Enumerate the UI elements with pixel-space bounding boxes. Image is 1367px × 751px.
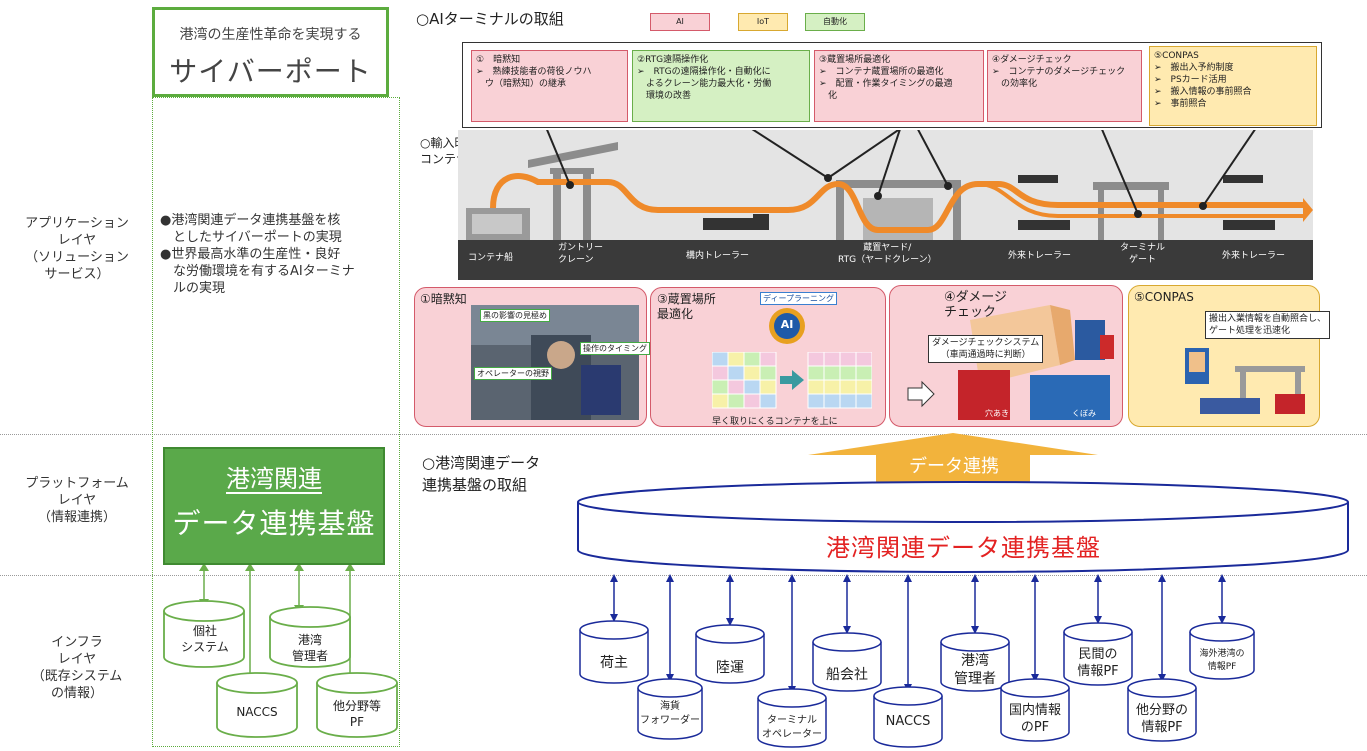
platform-base-label: 港湾関連データ連携基盤 <box>826 534 1101 562</box>
left-infra-diagram <box>163 565 398 738</box>
flow-label-gate: ターミナル ゲート <box>1120 243 1166 265</box>
initiative-damage-check: ④ダメージチェック ➢ コンテナのダメージチェック の効率化 <box>987 50 1142 122</box>
connector-line <box>1202 130 1256 207</box>
cylinder-terminal-operator <box>757 698 827 748</box>
panel-yard-title: ③蔵置場所 最適化 <box>657 292 716 321</box>
panel-tacit-title: ①暗黙知 <box>420 292 467 306</box>
flow-label-external-trailer: 外来トレーラー <box>1008 251 1072 261</box>
initiative-frame <box>462 42 1322 128</box>
panel-conpas-title: ⑤CONPAS <box>1134 290 1194 304</box>
platform-box: 港湾関連 データ連携基盤 <box>163 447 385 565</box>
gantry-crane-icon <box>528 142 618 240</box>
infra-label-terminal-operator: ターミナル オペレーター <box>762 715 822 740</box>
yard-caption: 早く取りにくるコンテナを上に <box>712 417 838 427</box>
external-trailer-icon-2 <box>1223 175 1275 230</box>
platform-box-line2: データ連携基盤 <box>172 507 376 540</box>
infra-label-domestic-pf: 国内情報 のPF <box>1008 703 1061 735</box>
flow-label-band <box>458 240 1313 280</box>
infra-label-land-transport: 陸運 <box>716 660 744 676</box>
cylinder-port-admin-left <box>269 617 351 668</box>
photo-label-black: 黒の影響の見極め <box>480 309 550 322</box>
conpas-gate-illustration <box>1185 348 1305 414</box>
flow-label-external-trailer-2: 外来トレーラー <box>1222 251 1286 261</box>
left-column-frame <box>152 97 400 747</box>
cylinder-naccs-left <box>216 683 298 738</box>
bullet-ai-terminal: ●世界最高水準の生産性・良好 な労働環境を有するAIターミナ ルの実現 <box>160 247 355 296</box>
damage-hole-label: 穴あき <box>985 409 1009 418</box>
cylinder-shipper <box>579 630 649 684</box>
legend-iot: IoT <box>738 13 788 31</box>
terminal-gate-icon <box>1093 182 1169 240</box>
platform-base-cylinder <box>577 481 1349 573</box>
infra-layer-label: インフラ レイヤ （既存システム の情報） <box>31 635 123 701</box>
ai-icon-label: AI <box>780 318 794 331</box>
ai-section-title: ○AIターミナルの取組 <box>416 10 564 28</box>
infra-label-overseas-pf: 海外港湾の 情報PF <box>1199 649 1245 672</box>
cylinder-naccs <box>873 696 943 748</box>
platform-section-title: ○港湾関連データ 連携基盤の取組 <box>422 454 541 494</box>
initiative-yard-optimization: ③蔵置場所最適化 ➢ コンテナ蔵置場所の最適化 ➢ 配置・作業タイミングの最適 … <box>814 50 984 122</box>
legend-ai: AI <box>650 13 710 31</box>
deep-learning-tag: ディープラーニング <box>760 292 837 305</box>
cylinder-label-port-admin-left: 港湾 管理者 <box>291 633 328 663</box>
flow-label-ship: コンテナ船 <box>468 253 514 263</box>
ai-icon <box>769 308 805 344</box>
cylinder-kosha <box>163 611 245 668</box>
cylinder-forwarder <box>637 688 703 740</box>
yard-trailer-icon <box>703 214 769 230</box>
photo-label-view: オペレーターの視野 <box>474 367 552 380</box>
infra-arrow-lines <box>613 578 1223 688</box>
cylinder-private-pf <box>1063 632 1133 686</box>
initiative-conpas: ⑤CONPAS ➢ 搬出入予約制度 ➢ PSカード活用 ➢ 搬入情報の事前照合 … <box>1149 46 1317 126</box>
legend-automation: 自動化 <box>805 13 865 31</box>
data-link-arrow <box>808 433 1098 488</box>
cylinder-label-other-pf-left: 他分野等 PF <box>332 699 381 729</box>
connector-line <box>546 130 571 186</box>
flow-label-yard-rtg: 蔵置ヤード/ RTG（ヤードクレーン） <box>838 243 937 265</box>
conpas-bubble: 搬出入業情報を自動照合し、 ゲート処理を迅速化 <box>1205 311 1331 339</box>
photo-label-timing: 操作のタイミング <box>580 342 650 355</box>
cyberport-title: サイバーポート <box>169 55 372 88</box>
flow-label-yard-trailer: 構内トレーラー <box>686 251 750 261</box>
operator-photo <box>471 305 639 420</box>
cylinder-domestic-pf <box>1000 688 1070 742</box>
connector-line <box>751 130 829 179</box>
infra-diagram <box>579 574 1255 748</box>
container-grid-illustration <box>712 352 872 409</box>
panel-damage-title: ④ダメージ チェック <box>944 290 1008 320</box>
cylinder-label-kosha: 個社 システム <box>181 624 229 654</box>
container-flow-diagram <box>458 130 1313 280</box>
cyberport-subtitle: 港湾の生産性革命を実現する <box>179 27 362 43</box>
infra-label-naccs: NACCS <box>885 714 931 729</box>
cylinder-shipping-company <box>812 642 882 692</box>
cylinder-label-naccs-left: NACCS <box>236 705 278 719</box>
flow-label-gantry: ガントリー クレーン <box>558 243 604 265</box>
connector-line <box>1101 130 1139 215</box>
container-flow-line <box>490 173 1303 233</box>
platform-layer-label: プラットフォーム レイヤ （情報連携） <box>25 476 129 525</box>
application-layer-label: アプリケーション レイヤ （ソリューション サービス） <box>25 216 129 282</box>
infra-label-shipper: 荷主 <box>600 655 628 671</box>
cyberport-title-box: 港湾の生産性革命を実現する サイバーポート <box>152 7 389 97</box>
infra-label-shipping-company: 船会社 <box>826 667 868 683</box>
cylinder-land-transport <box>695 634 765 684</box>
infra-label-forwarder: 海貨 フォワーダー <box>640 701 700 726</box>
damage-system-label: ダメージチェックシステム （車両通過時に判断） <box>928 335 1044 363</box>
initiative-tacit-knowledge: ① 暗黙知 ➢ 熟練技能者の荷役ノウハ ウ（暗黙知）の継承 <box>471 50 628 122</box>
infra-label-private-pf: 民間の 情報PF <box>1077 647 1119 679</box>
data-link-label: データ連携 <box>909 456 999 477</box>
initiative-rtg-remote: ②RTG遠隔操作化 ➢ RTGの遠隔操作化・自動化に よるクレーン能力最大化・労… <box>632 50 810 122</box>
external-trailer-icon <box>1018 175 1070 230</box>
cylinder-other-field-pf <box>1127 688 1197 742</box>
bullet-cyberport: ●港湾関連データ連携基盤を核 としたサイバーポートの実現 <box>160 213 342 245</box>
infra-label-port-administrator: 港湾 管理者 <box>954 653 996 687</box>
damage-dent-label: くぼみ <box>1072 409 1096 418</box>
infra-label-other-field-pf: 他分野の 情報PF <box>1135 703 1188 735</box>
cylinder-overseas-pf <box>1189 632 1255 680</box>
layer-separator-top <box>0 434 1367 435</box>
platform-box-line1: 港湾関連 <box>226 465 322 493</box>
layer-separator-bottom <box>0 575 1367 576</box>
cylinder-other-pf-left <box>316 683 398 738</box>
